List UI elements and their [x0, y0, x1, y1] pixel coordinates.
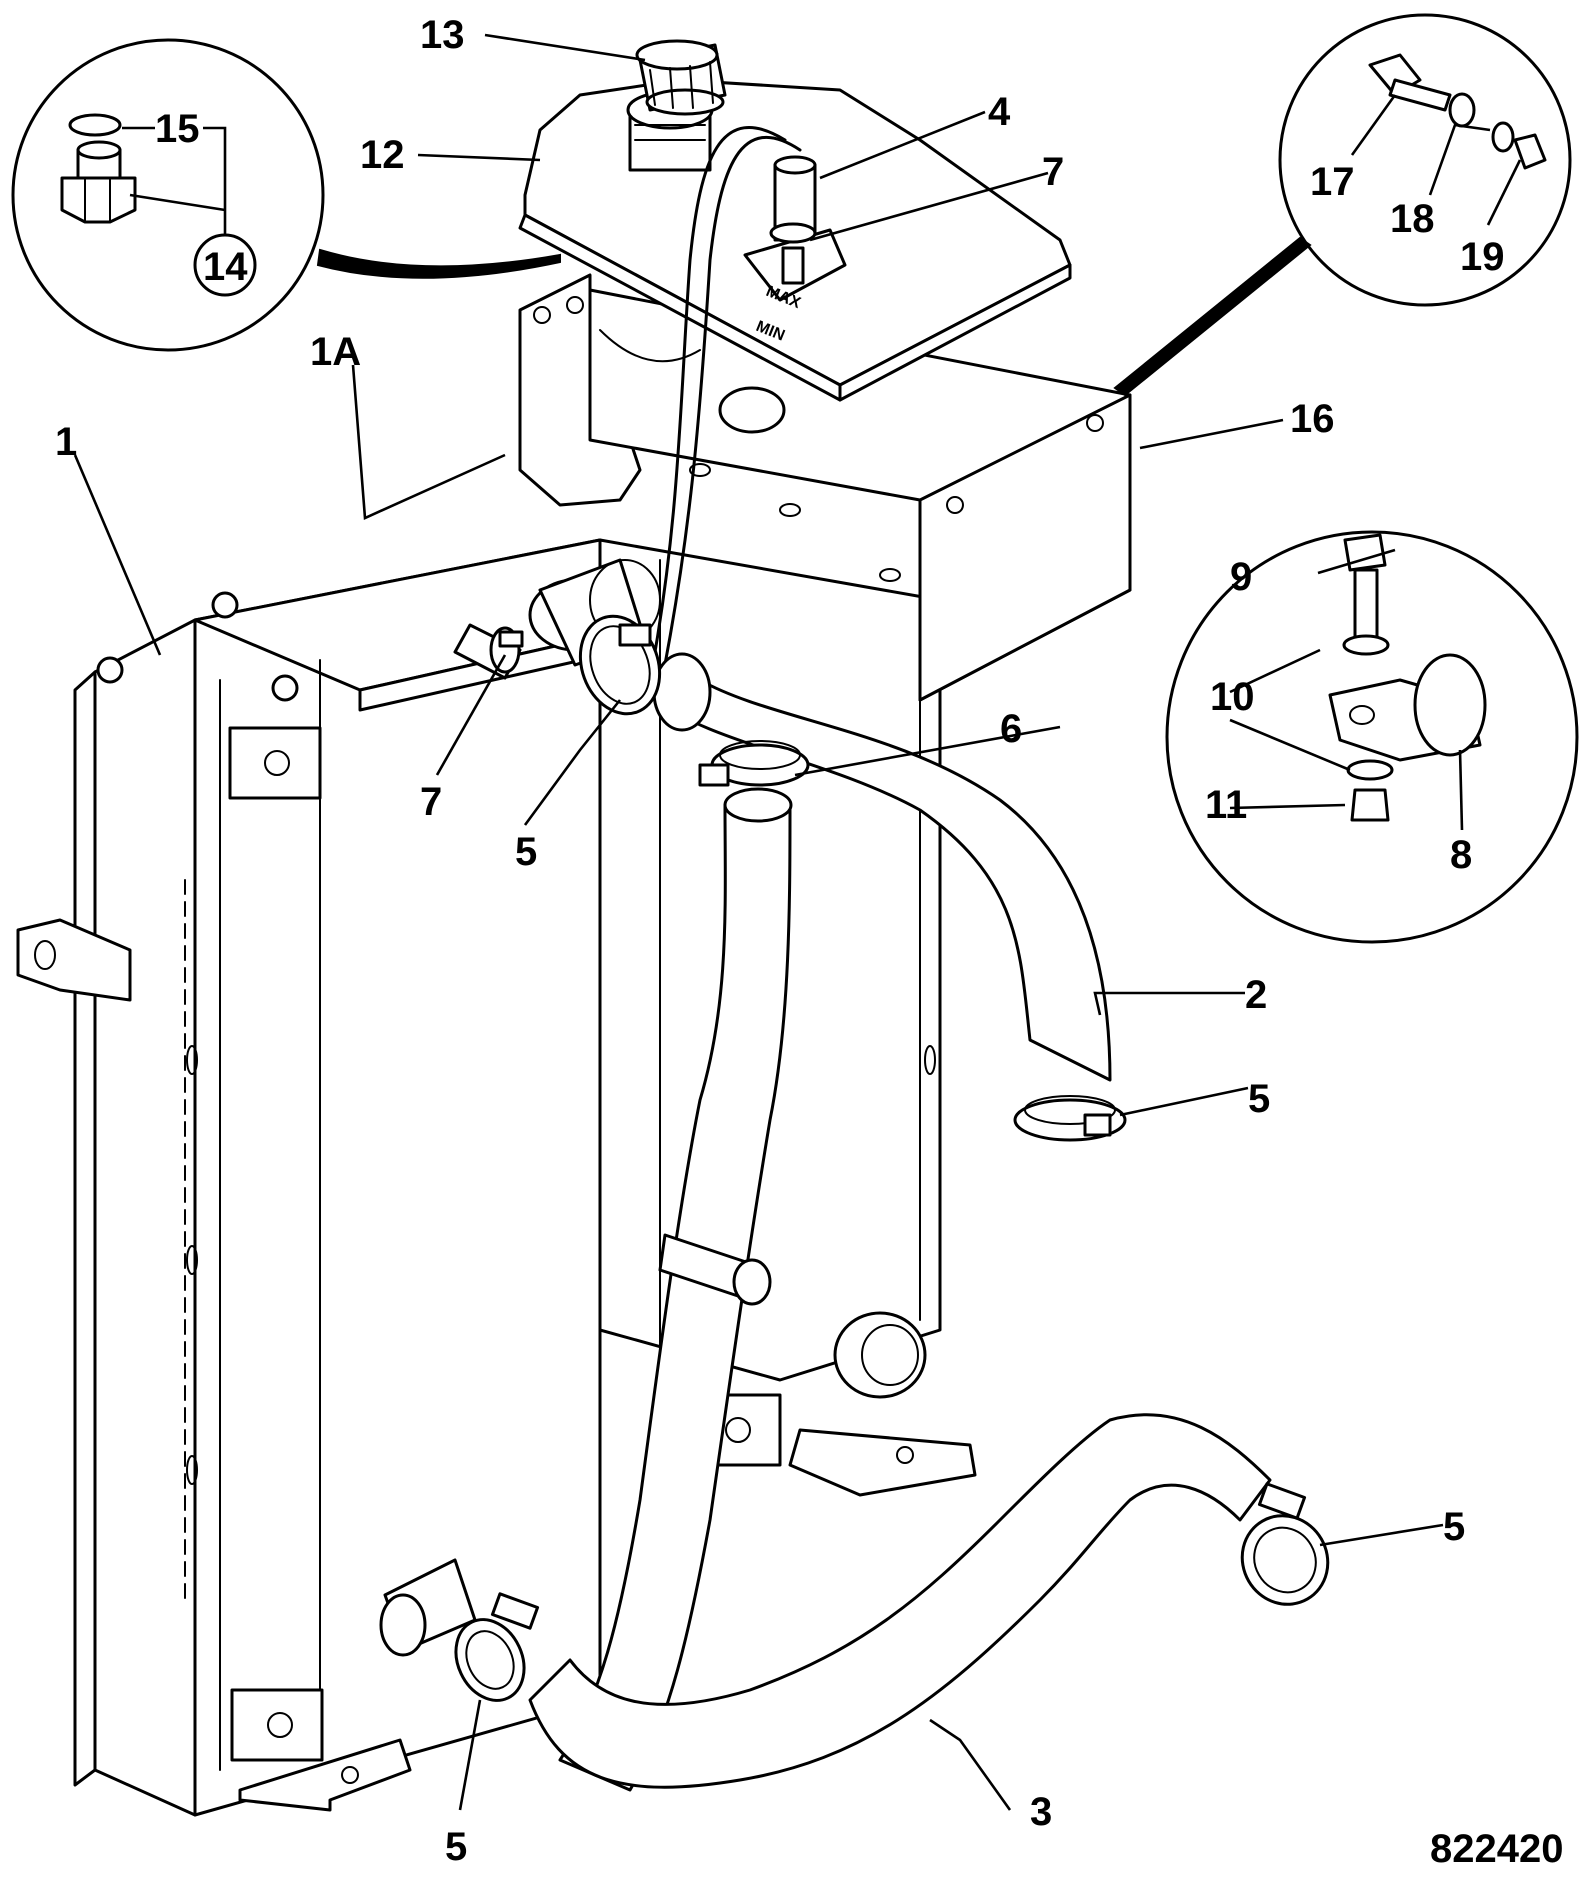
callout-6: 6: [1000, 707, 1022, 751]
detail-hose-clip: [1165, 530, 1579, 944]
detail-drain-plug: [11, 38, 561, 352]
callout-15: 15: [155, 107, 200, 151]
callout-14: 14: [203, 245, 248, 289]
bottom-hose: [454, 1413, 1330, 1789]
callout-1a: 1A: [310, 330, 361, 374]
callout-10: 10: [1210, 675, 1255, 719]
callout-11: 11: [1205, 783, 1247, 827]
callout-1: 1: [55, 420, 77, 464]
leader-lines: [73, 33, 1522, 1811]
callout-7-tank: 7: [1042, 150, 1064, 194]
tee-hose: [558, 787, 793, 1792]
callout-2: 2: [1245, 973, 1267, 1017]
detail-bracket-fasteners: [1113, 13, 1572, 397]
callout-5-top-right: 5: [1248, 1077, 1270, 1121]
callout-4: 4: [988, 90, 1011, 134]
callout-5-bottom-left: 5: [445, 1825, 467, 1869]
overflow-clamp-and-stub: [489, 614, 662, 716]
callout-19: 19: [1460, 235, 1505, 279]
callout-13: 13: [420, 13, 465, 57]
callout-5-bottom-right: 5: [1443, 1505, 1465, 1549]
callout-9: 9: [1230, 555, 1252, 599]
callout-17: 17: [1310, 160, 1355, 204]
overflow-hose: [648, 126, 802, 692]
callout-7-radiator: 7: [420, 780, 442, 824]
callout-16: 16: [1290, 397, 1335, 441]
callout-8: 8: [1450, 833, 1472, 877]
figure-number: 822420: [1430, 1827, 1563, 1871]
callout-12: 12: [360, 133, 405, 177]
tank-mounting-bracket: [518, 273, 1132, 702]
callout-18: 18: [1390, 197, 1435, 241]
filler-cap: [635, 39, 727, 116]
callout-3: 3: [1030, 1790, 1052, 1834]
expansion-tank: MAX MIN: [518, 78, 1072, 402]
callout-5-top-left: 5: [515, 830, 537, 874]
